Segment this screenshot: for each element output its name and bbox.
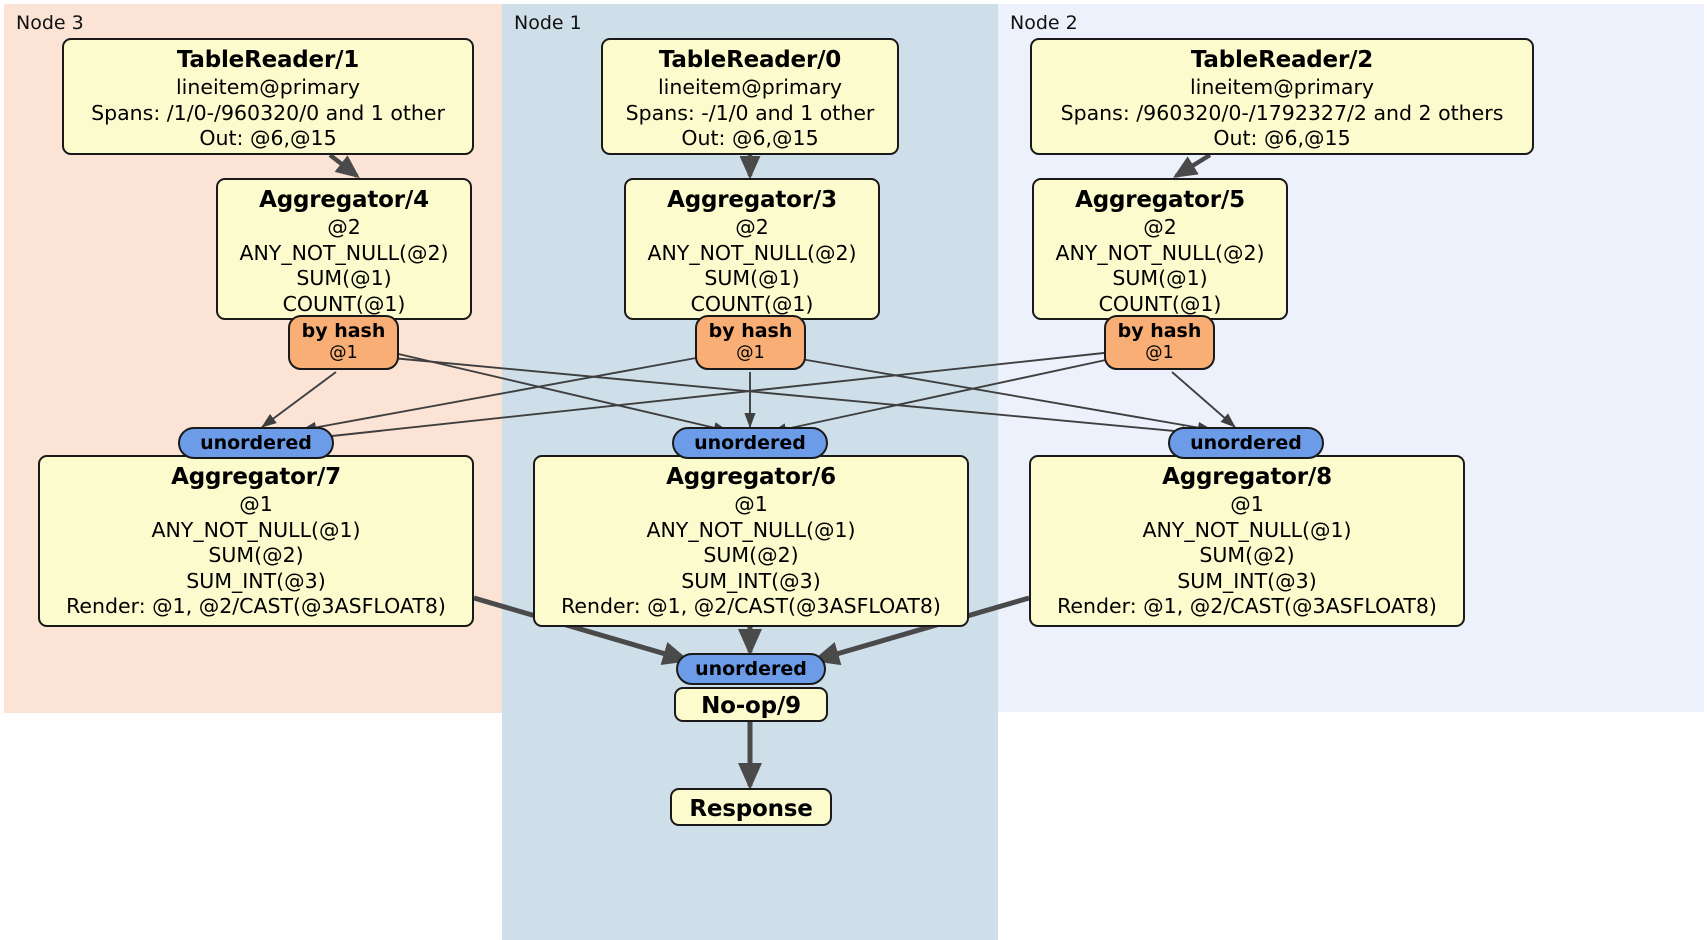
processor-detail: Spans: -/1/0 and 1 other: [625, 100, 875, 125]
processor-aggregator-5[interactable]: Aggregator/5 @2 ANY_NOT_NULL(@2) SUM(@1)…: [1032, 178, 1288, 320]
router-label: unordered: [695, 658, 807, 680]
processor-detail: COUNT(@1): [1098, 291, 1222, 316]
router-sublabel: @1: [736, 343, 765, 363]
processor-title: Response: [689, 796, 813, 822]
processor-title: Aggregator/8: [1162, 464, 1332, 490]
processor-detail: ANY_NOT_NULL(@1): [1142, 517, 1352, 542]
router-unordered-final[interactable]: unordered: [676, 653, 826, 685]
processor-detail: SUM(@2): [208, 543, 304, 567]
processor-detail: COUNT(@1): [282, 291, 406, 316]
processor-tablereader-2[interactable]: TableReader/2 lineitem@primary Spans: /9…: [1030, 38, 1534, 155]
cluster-label-node-2: Node 2: [1010, 12, 1078, 34]
processor-detail: SUM_INT(@3): [186, 568, 326, 593]
processor-detail: SUM(@2): [1199, 543, 1295, 567]
processor-aggregator-7[interactable]: Aggregator/7 @1 ANY_NOT_NULL(@1) SUM(@2)…: [38, 455, 474, 627]
processor-detail: Render: @1, @2/CAST(@3ASFLOAT8): [1057, 594, 1437, 618]
router-by-hash-node1[interactable]: by hash @1: [695, 315, 806, 370]
processor-title: Aggregator/4: [259, 187, 429, 213]
processor-detail: SUM(@1): [1112, 266, 1208, 290]
router-label: by hash: [301, 320, 386, 342]
processor-detail: SUM(@1): [704, 266, 800, 290]
processor-detail: ANY_NOT_NULL(@2): [1055, 240, 1265, 265]
processor-noop-9[interactable]: No-op/9: [674, 687, 828, 722]
processor-aggregator-6[interactable]: Aggregator/6 @1 ANY_NOT_NULL(@1) SUM(@2)…: [533, 455, 969, 627]
cluster-label-node-3: Node 3: [16, 12, 84, 34]
processor-tablereader-1[interactable]: TableReader/1 lineitem@primary Spans: /1…: [62, 38, 474, 155]
cluster-label-node-1: Node 1: [514, 12, 582, 34]
processor-title: Aggregator/7: [171, 464, 341, 490]
router-label: unordered: [694, 432, 806, 454]
processor-title: Aggregator/6: [666, 464, 836, 490]
processor-detail: ANY_NOT_NULL(@2): [647, 240, 857, 265]
processor-detail: ANY_NOT_NULL(@2): [239, 240, 449, 265]
router-label: by hash: [708, 320, 793, 342]
router-by-hash-node3[interactable]: by hash @1: [288, 315, 399, 370]
router-sublabel: @1: [329, 343, 358, 363]
router-unordered-node3[interactable]: unordered: [178, 427, 334, 459]
router-unordered-node1[interactable]: unordered: [672, 427, 828, 459]
processor-detail: @2: [1143, 215, 1177, 239]
processor-detail: lineitem@primary: [657, 75, 843, 99]
processor-detail: @1: [734, 492, 768, 516]
processor-detail: @2: [735, 215, 769, 239]
processor-tablereader-0[interactable]: TableReader/0 lineitem@primary Spans: -/…: [601, 38, 899, 155]
processor-aggregator-3[interactable]: Aggregator/3 @2 ANY_NOT_NULL(@2) SUM(@1)…: [624, 178, 880, 320]
router-sublabel: @1: [1145, 343, 1174, 363]
processor-detail: Out: @6,@15: [1213, 126, 1351, 150]
processor-title: TableReader/1: [176, 47, 360, 73]
processor-detail: @1: [1230, 492, 1264, 516]
processor-detail: Render: @1, @2/CAST(@3ASFLOAT8): [66, 594, 446, 618]
router-label: by hash: [1117, 320, 1202, 342]
processor-detail: SUM_INT(@3): [681, 568, 821, 593]
processor-title: Aggregator/5: [1075, 187, 1245, 213]
processor-detail: SUM(@1): [296, 266, 392, 290]
router-label: unordered: [1190, 432, 1302, 454]
processor-detail: lineitem@primary: [1189, 75, 1375, 99]
processor-detail: lineitem@primary: [175, 75, 361, 99]
router-label: unordered: [200, 432, 312, 454]
processor-title: Aggregator/3: [667, 187, 837, 213]
processor-detail: SUM_INT(@3): [1177, 568, 1317, 593]
processor-detail: Render: @1, @2/CAST(@3ASFLOAT8): [561, 594, 941, 618]
processor-detail: Out: @6,@15: [681, 126, 819, 150]
processor-detail: Spans: /1/0-/960320/0 and 1 other: [91, 100, 445, 125]
processor-detail: ANY_NOT_NULL(@1): [151, 517, 361, 542]
router-unordered-node2[interactable]: unordered: [1168, 427, 1324, 459]
router-by-hash-node2[interactable]: by hash @1: [1104, 315, 1215, 370]
processor-detail: Out: @6,@15: [199, 126, 337, 150]
processor-detail: Spans: /960320/0-/1792327/2 and 2 others: [1060, 100, 1504, 125]
processor-detail: @2: [327, 215, 361, 239]
processor-aggregator-4[interactable]: Aggregator/4 @2 ANY_NOT_NULL(@2) SUM(@1)…: [216, 178, 472, 320]
processor-aggregator-8[interactable]: Aggregator/8 @1 ANY_NOT_NULL(@1) SUM(@2)…: [1029, 455, 1465, 627]
processor-title: TableReader/2: [1190, 47, 1374, 73]
processor-title: No-op/9: [701, 693, 801, 719]
processor-detail: @1: [239, 492, 273, 516]
processor-detail: COUNT(@1): [690, 291, 814, 316]
processor-detail: ANY_NOT_NULL(@1): [646, 517, 856, 542]
processor-title: TableReader/0: [658, 47, 842, 73]
processor-response[interactable]: Response: [670, 788, 832, 826]
processor-detail: SUM(@2): [703, 543, 799, 567]
